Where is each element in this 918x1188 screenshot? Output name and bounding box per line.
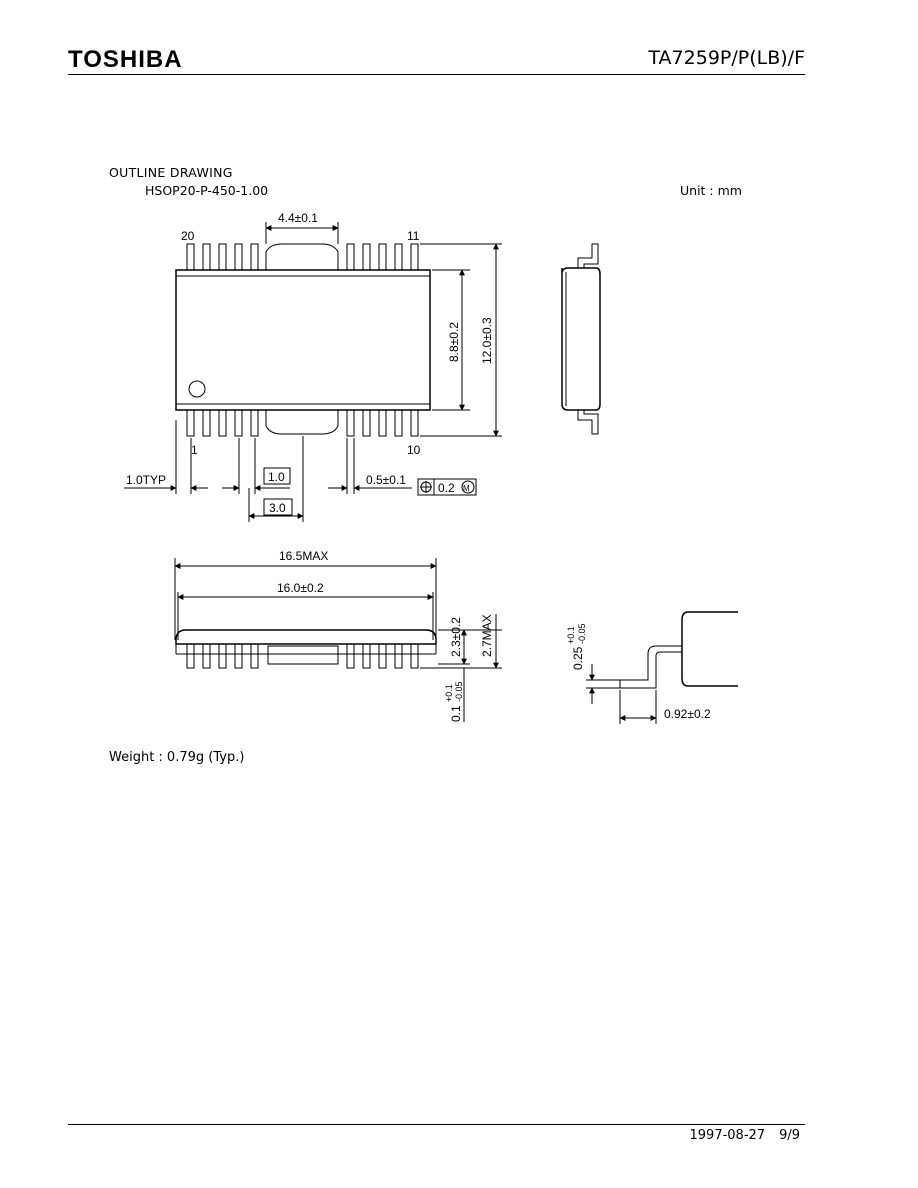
top-leads — [186, 243, 419, 271]
header-rule — [68, 74, 805, 75]
side-view-right — [561, 243, 601, 435]
dim-width-top: 4.4±0.1 — [278, 211, 318, 225]
dim-lead-thickness-tol-plus: +0.1 — [566, 626, 576, 644]
pin1-marker — [188, 380, 206, 398]
pin-label-1: 1 — [191, 443, 198, 457]
box-1-0: 1.0 — [268, 470, 285, 484]
package-code: HSOP20-P-450-1.00 — [145, 183, 269, 198]
footer-rule — [68, 1124, 805, 1125]
dim-body-thickness: 2.3±0.2 — [449, 617, 463, 657]
lead-detail — [586, 611, 738, 724]
front-view — [174, 558, 502, 722]
footer-page: 9/9 — [779, 1128, 800, 1143]
dim-standoff: 0.1 — [449, 705, 463, 722]
toshiba-logo: TOSHIBA — [68, 46, 183, 73]
part-number: TA7259P/P(LB)/F — [648, 47, 805, 69]
top-view — [124, 222, 502, 522]
dim-body-length: 16.0±0.2 — [277, 581, 324, 595]
tolerance-modifier: M — [463, 484, 470, 493]
dim-standoff-tol-plus: +0.1 — [444, 684, 454, 702]
pin-label-20: 20 — [181, 229, 195, 243]
unit-label: Unit : mm — [680, 183, 742, 198]
footer: 1997-08-27 9/9 — [676, 1128, 800, 1143]
dim-lead-thickness: 0.25 — [571, 646, 585, 670]
pin-label-10: 10 — [407, 443, 421, 457]
dim-overall-height: 12.0±0.3 — [480, 317, 494, 364]
dim-standoff-tol-minus: -0.05 — [454, 681, 464, 702]
section-title: OUTLINE DRAWING — [109, 165, 233, 180]
weight-label: Weight : 0.79g (Typ.) — [109, 750, 245, 765]
package-body — [175, 269, 431, 411]
box-3-0: 3.0 — [269, 501, 286, 515]
dim-body-height: 8.8±0.2 — [447, 322, 461, 362]
dim-foot-length: 0.92±0.2 — [664, 707, 711, 721]
tolerance-value: 0.2 — [438, 481, 455, 495]
dim-lead-width: 0.5±0.1 — [366, 473, 406, 487]
front-leads — [186, 643, 419, 669]
pin-label-11: 11 — [407, 229, 420, 243]
dim-total-thickness: 2.7MAX — [480, 614, 494, 657]
bottom-leads — [186, 409, 419, 437]
dim-max-length: 16.5MAX — [279, 549, 328, 563]
dim-pitch-typ: 1.0TYP — [126, 473, 166, 487]
dim-lead-thickness-tol-minus: -0.05 — [577, 623, 587, 644]
footer-date: 1997-08-27 — [689, 1128, 766, 1143]
